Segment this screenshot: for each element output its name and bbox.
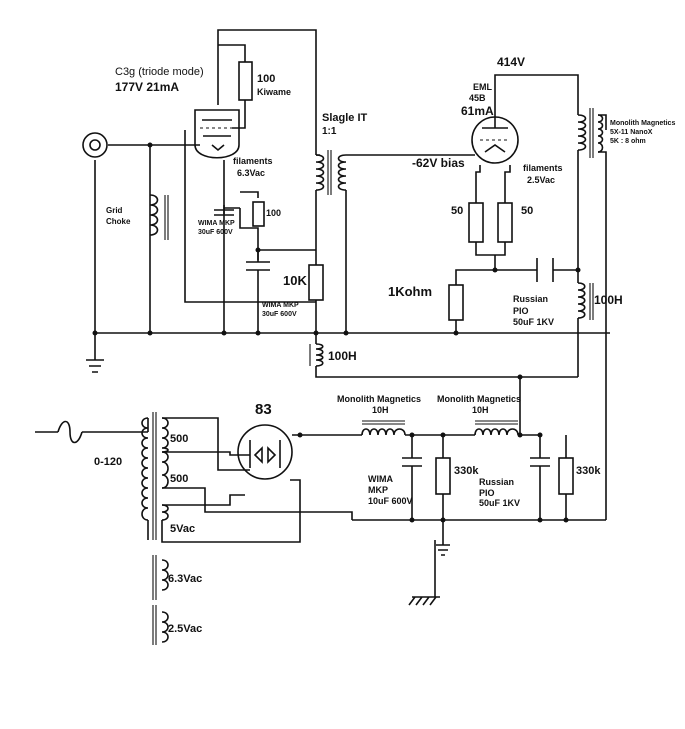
label-330k-b: 330k [576, 465, 601, 477]
bias-resistor-b-icon [497, 202, 513, 243]
label-100h-left: 100H [328, 349, 357, 363]
c3g-tube-icon [194, 109, 240, 159]
label-pio3-3: 50uF 1KV [479, 498, 520, 508]
label-grid-choke-1: Grid [106, 206, 123, 215]
label-pio-out-1: Russian [513, 294, 548, 304]
grid-choke-icon [149, 194, 169, 240]
label-50b: 50 [521, 205, 533, 217]
label-it-name: Slagle IT [322, 112, 368, 124]
input-jack-icon [82, 132, 108, 158]
label-ch1-1: Monolith Magnetics [337, 394, 421, 404]
label-hv-a: 500 [170, 433, 188, 445]
label-50a: 50 [451, 205, 463, 217]
label-wima3-3: 10uF 600V [368, 496, 413, 506]
label-cath-cap-brand: WIMA MKP [198, 220, 235, 227]
83-rectifier-icon [237, 424, 293, 480]
label-61ma: 61mA [461, 104, 494, 118]
label-c3g-mode: C3g (triode mode) [115, 66, 204, 78]
label-10k: 10K [283, 273, 307, 288]
power-transformer-icon [141, 412, 169, 540]
label-pio-out-3: 50uF 1KV [513, 317, 554, 327]
label-ot-2: 5X-11 NanoX [610, 129, 653, 136]
junction-dots [92, 142, 581, 523]
label-ot-1: Monolith Magnetics [610, 120, 675, 127]
label-ot-3: 5K : 8 ohm [610, 138, 646, 145]
output-coupling-cap-icon [536, 258, 554, 282]
label-wima3-2: MKP [368, 485, 388, 495]
label-cath-res: 100 [266, 208, 281, 218]
10h-choke-1-icon [361, 420, 406, 436]
45b-tube-icon [471, 116, 519, 164]
100h-choke-left-icon [309, 343, 324, 367]
label-cath-cap-value: 30uF 600V [198, 229, 233, 236]
10h-choke-2-icon [474, 420, 519, 436]
label-wima3-1: WIMA [368, 474, 393, 484]
label-bias: -62V bias [412, 156, 465, 170]
plate-resistor-icon [238, 61, 253, 101]
label-83: 83 [255, 401, 272, 418]
label-pio-out-2: PIO [513, 306, 529, 316]
1k-resistor-icon [448, 284, 464, 321]
bias-resistor-a-icon [468, 202, 484, 243]
label-c3g-fil: filaments [233, 156, 273, 166]
label-wima2-brand: WIMA MKP [262, 302, 299, 309]
label-1kohm: 1Kohm [388, 284, 432, 299]
label-plate-res: 100 [257, 73, 275, 85]
label-it-ratio: 1:1 [322, 126, 337, 137]
label-45b-fil-v: 2.5Vac [527, 175, 555, 185]
label-ch2-2: 10H [472, 405, 489, 415]
bleeder-330k-a-icon [435, 457, 451, 495]
label-eml: EML [473, 82, 493, 92]
label-414v: 414V [497, 55, 525, 69]
label-5vac: 5Vac [170, 523, 195, 535]
label-45b-fil: filaments [523, 163, 563, 173]
label-pio3-1: Russian [479, 477, 514, 487]
label-ch2-1: Monolith Magnetics [437, 394, 521, 404]
heater-winding-6v3-icon [152, 555, 169, 600]
label-hv-b: 500 [170, 473, 188, 485]
wima-filter-cap-icon [402, 457, 422, 474]
label-wima2-value: 30uF 600V [262, 311, 297, 318]
wiring [35, 29, 610, 606]
label-c3g-fil-v: 6.3Vac [237, 168, 265, 178]
label-pio3-2: PIO [479, 488, 495, 498]
label-c3g-op: 177V 21mA [115, 80, 179, 94]
label-mains: 0-120 [94, 456, 122, 468]
interstage-transformer-icon [315, 150, 347, 195]
cathode-cap-icon [214, 205, 234, 216]
cathode-resistor-icon [252, 201, 265, 227]
heater-winding-2v5-icon [152, 605, 169, 645]
output-transformer-icon [577, 108, 604, 158]
label-330k-a: 330k [454, 465, 479, 477]
label-grid-choke-2: Choke [106, 217, 131, 226]
label-ch1-2: 10H [372, 405, 389, 415]
100h-choke-right-icon [577, 282, 594, 320]
label-63vac: 6.3Vac [168, 573, 202, 585]
coupling-cap-wima-icon [246, 261, 270, 286]
label-plate-res-brand: Kiwame [257, 87, 291, 97]
pio-filter-cap-icon [530, 457, 550, 474]
label-100h-right: 100H [594, 293, 623, 307]
label-25vac: 2.5Vac [168, 623, 202, 635]
bleeder-330k-b-icon [558, 457, 574, 495]
10k-resistor-icon [308, 264, 324, 301]
label-45b: 45B [469, 93, 486, 103]
